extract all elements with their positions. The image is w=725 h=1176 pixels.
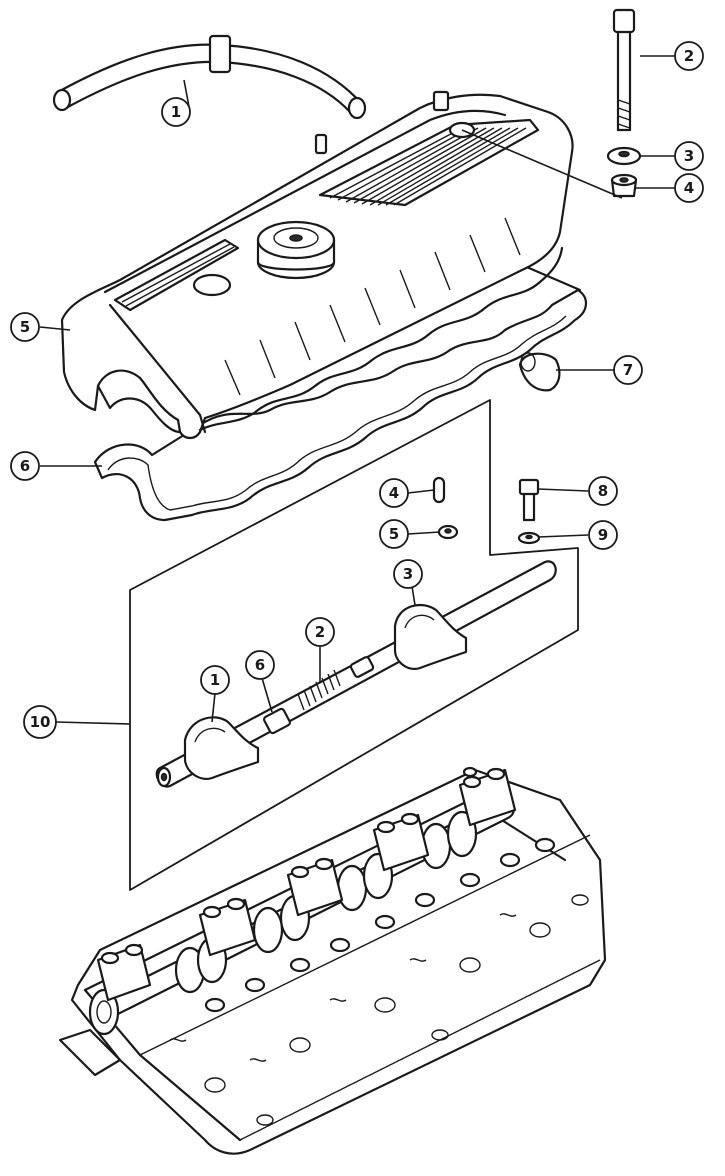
breather-hose bbox=[52, 34, 367, 120]
svg-text:4: 4 bbox=[684, 179, 694, 197]
callout-cover-bolt: 2 bbox=[674, 41, 704, 71]
callout-nut: 5 bbox=[379, 519, 409, 549]
callout-label: 1 bbox=[171, 103, 181, 121]
cylinder-head bbox=[58, 766, 607, 1155]
svg-text:6: 6 bbox=[255, 656, 265, 674]
callout-gasket: 6 bbox=[10, 451, 40, 481]
pin bbox=[432, 476, 446, 504]
svg-text:7: 7 bbox=[623, 361, 633, 379]
callout-spring: 2 bbox=[305, 617, 335, 647]
svg-text:10: 10 bbox=[30, 713, 51, 731]
rocker-shaft-assembly bbox=[155, 560, 557, 788]
svg-text:9: 9 bbox=[598, 526, 608, 544]
rocker-assembly-frame bbox=[129, 399, 579, 891]
svg-text:3: 3 bbox=[684, 147, 694, 165]
bolt bbox=[518, 478, 540, 522]
leader-lines bbox=[39, 55, 676, 725]
washer bbox=[606, 146, 642, 166]
bolt-washer bbox=[517, 531, 541, 545]
callout-cover: 5 bbox=[10, 312, 40, 342]
cylinder-head-cover bbox=[60, 90, 574, 440]
callout-hose: 1 bbox=[161, 97, 191, 127]
callout-grommet: 4 bbox=[674, 173, 704, 203]
callout-rocker-assembly: 10 bbox=[23, 705, 57, 739]
bolt-leader-line bbox=[461, 129, 623, 199]
svg-text:2: 2 bbox=[684, 47, 694, 65]
callout-plug: 7 bbox=[613, 355, 643, 385]
nut bbox=[437, 524, 459, 540]
svg-text:3: 3 bbox=[403, 565, 413, 583]
callout-rocker-arm-right: 3 bbox=[393, 559, 423, 589]
plug bbox=[518, 352, 561, 392]
callout-washer: 3 bbox=[674, 141, 704, 171]
callout-rocker-arm-left: 1 bbox=[200, 665, 230, 695]
callout-bolt: 8 bbox=[588, 476, 618, 506]
svg-text:6: 6 bbox=[20, 457, 30, 475]
grommet bbox=[610, 173, 638, 198]
callout-pin: 4 bbox=[379, 478, 409, 508]
svg-text:1: 1 bbox=[210, 671, 220, 689]
svg-text:8: 8 bbox=[598, 482, 608, 500]
svg-text:4: 4 bbox=[389, 484, 399, 502]
svg-text:5: 5 bbox=[20, 318, 30, 336]
callout-bolt-washer: 9 bbox=[588, 520, 618, 550]
svg-text:5: 5 bbox=[389, 525, 399, 543]
oil-filler-cap bbox=[256, 220, 336, 280]
svg-text:2: 2 bbox=[315, 623, 325, 641]
callout-collar: 6 bbox=[245, 650, 275, 680]
cover-bolt bbox=[612, 8, 636, 132]
